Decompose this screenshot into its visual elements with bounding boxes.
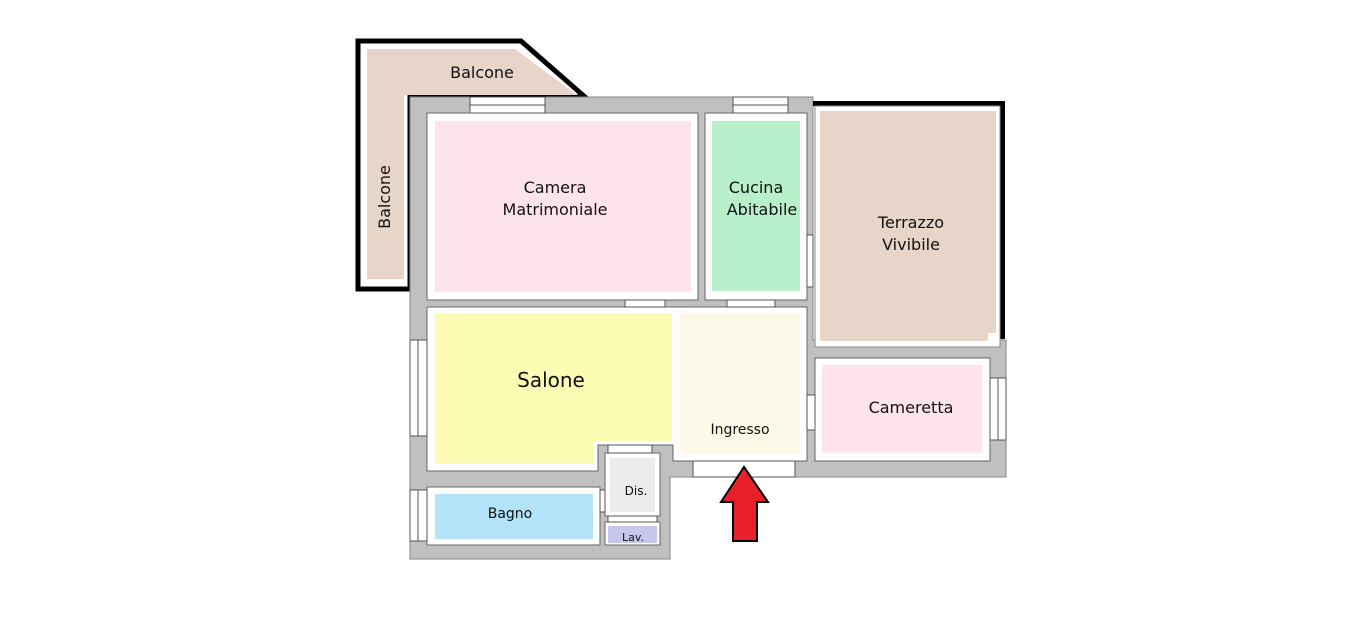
arrow-up-icon (719, 465, 770, 542)
terrazzo (813, 101, 1005, 348)
dis-fill (610, 458, 655, 512)
windows (409, 96, 1007, 542)
ingresso-label: Ingresso (710, 422, 769, 438)
cucina-label-1: Cucina (729, 178, 784, 197)
salone-label: Salone (517, 368, 585, 392)
cameretta-label: Cameretta (869, 398, 954, 417)
terrace-fill (820, 111, 996, 341)
camera-label-2: Matrimoniale (503, 200, 608, 219)
lav-label: Lav. (622, 531, 644, 544)
terrace-border-top (813, 101, 1005, 106)
lav-fill (608, 526, 657, 543)
dis-label: Dis. (625, 484, 648, 498)
terrace-border-right (1000, 101, 1005, 339)
camera-fill (435, 121, 691, 292)
terrazzo-label-2: Vivibile (882, 235, 940, 254)
cameretta-fill (822, 365, 982, 453)
camera-label-1: Camera (524, 178, 587, 197)
balcone-top-label: Balcone (450, 63, 514, 82)
cucina-label-2: Abitabile (727, 200, 798, 219)
balcony-fill (367, 49, 577, 279)
salone-fill (435, 313, 672, 464)
bagno-label: Bagno (488, 506, 533, 522)
balcone-side-label: Balcone (375, 165, 394, 229)
ingresso-fill (680, 313, 800, 454)
terrazzo-label-1: Terrazzo (877, 213, 944, 232)
bagno-fill (435, 494, 593, 539)
cucina-fill (712, 121, 800, 291)
